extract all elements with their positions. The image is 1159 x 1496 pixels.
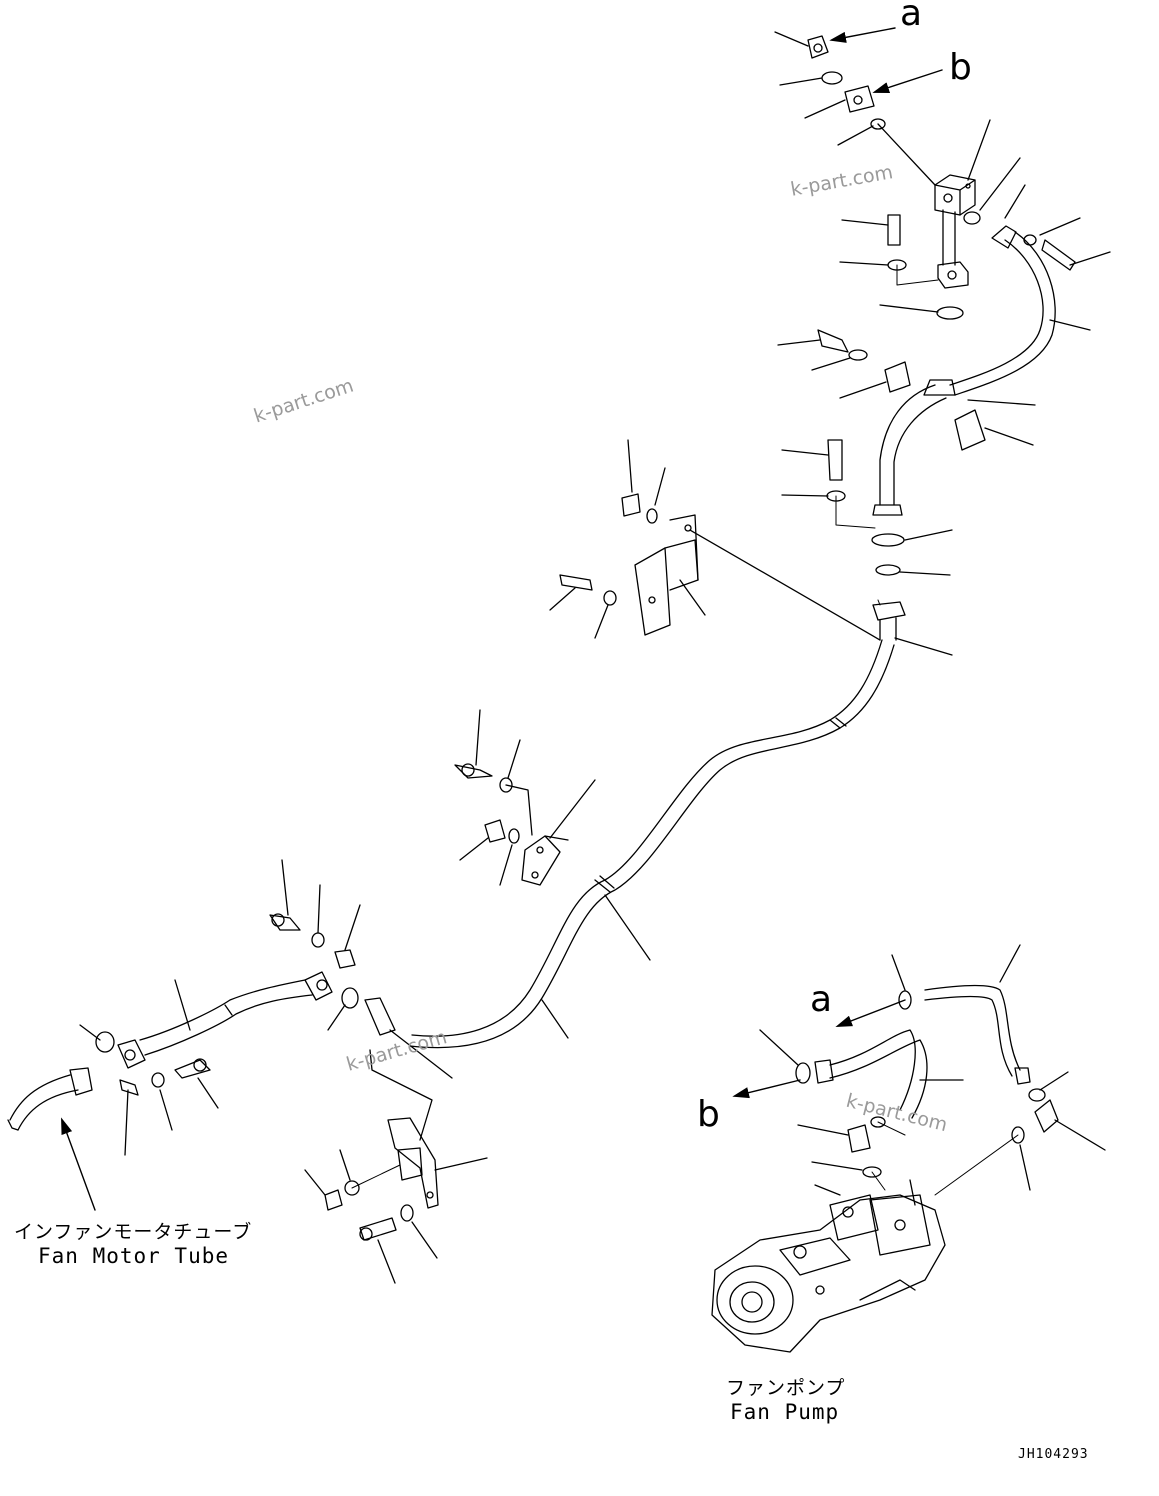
fan-pump-hoses xyxy=(795,984,1059,1178)
bracket-lower xyxy=(324,1049,439,1241)
upper-flange-block xyxy=(934,174,976,289)
clamp-upper-right xyxy=(954,409,986,451)
fan-motor-tube-stub xyxy=(7,1067,93,1131)
fan-motor-tube-label-jp: インファンモータチューブ xyxy=(14,1221,253,1243)
drawing-code: JH104293 xyxy=(1018,1447,1089,1462)
main-tube xyxy=(409,639,895,1049)
callout-b-top: b xyxy=(949,47,972,88)
connector-lines xyxy=(351,264,1019,1196)
lower-left-hose xyxy=(95,913,396,1096)
fan-pump-label-jp: ファンポンプ xyxy=(726,1377,846,1399)
callout-a-top: a xyxy=(900,0,923,34)
bracket-middle xyxy=(454,763,569,886)
top-fittings xyxy=(807,35,936,186)
fan-pump-body xyxy=(711,1179,946,1353)
upper-hose xyxy=(872,225,1056,516)
clamp-upper-left xyxy=(884,361,911,393)
leader-lines xyxy=(79,31,1111,1284)
callout-b-bottom: b xyxy=(697,1094,720,1135)
bracket-upper xyxy=(559,493,881,641)
fan-pump-label-en: Fan Pump xyxy=(730,1400,840,1424)
fan-motor-tube-label-en: Fan Motor Tube xyxy=(38,1244,230,1268)
callout-arrows xyxy=(61,27,943,1211)
callout-a-bottom: a xyxy=(810,979,833,1020)
